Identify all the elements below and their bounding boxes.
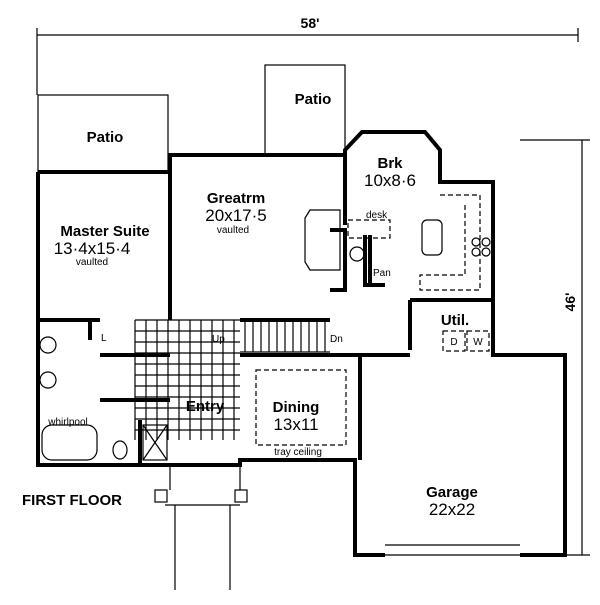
dining-note: tray ceiling: [274, 447, 322, 458]
tile-floor: [134, 319, 240, 440]
greatroom-size: 20x17·5: [205, 206, 266, 225]
patio-left: Patio: [37, 94, 169, 173]
linen-label: L: [101, 333, 107, 344]
master-bath: [39, 336, 168, 461]
master-suite-size: 13·4x15·4: [54, 239, 131, 258]
dining-size: 13x11: [273, 415, 318, 434]
interior-walls: [38, 150, 493, 465]
master-suite-note: vaulted: [76, 257, 108, 268]
whirlpool-label: whirlpool: [47, 417, 87, 428]
front-porch: [154, 465, 248, 590]
master-suite-name: Master Suite: [60, 223, 149, 240]
patio-top: Patio: [264, 64, 346, 156]
breakfast-size: 10x8·6: [364, 171, 416, 190]
kitchen: [304, 194, 491, 291]
stairs: [240, 322, 330, 353]
exterior-walls: [36, 130, 567, 557]
stairs-down-label: Dn: [330, 334, 343, 345]
dryer-label: D: [450, 337, 457, 348]
dining-name: Dining: [273, 399, 320, 416]
patio-label: Patio: [295, 91, 332, 108]
laundry: D W: [442, 330, 490, 352]
whirlpool-tub: [41, 424, 98, 461]
tray-ceiling-outline: [255, 369, 347, 446]
washer-label: W: [473, 337, 483, 348]
breakfast-name: Brk: [377, 155, 403, 172]
pantry-label: Pan: [373, 268, 391, 279]
greatroom-name: Greatrm: [207, 190, 265, 207]
greatroom-note: vaulted: [217, 225, 249, 236]
patio-label: Patio: [87, 129, 124, 146]
floor-caption: FIRST FLOOR: [22, 492, 122, 509]
garage-size: 22x22: [429, 500, 475, 519]
garage-name: Garage: [426, 484, 478, 501]
depth-dimension: 46': [520, 139, 590, 556]
utility-name: Util.: [441, 312, 469, 329]
desk-label: desk: [366, 210, 388, 221]
width-dimension: 58': [36, 15, 579, 95]
width-label: 58': [301, 15, 320, 31]
depth-label: 46': [562, 293, 578, 312]
entry-name: Entry: [186, 398, 225, 415]
stairs-up-label: Up: [212, 334, 225, 345]
kitchen-island: [421, 219, 443, 256]
garage-door: [385, 544, 520, 556]
